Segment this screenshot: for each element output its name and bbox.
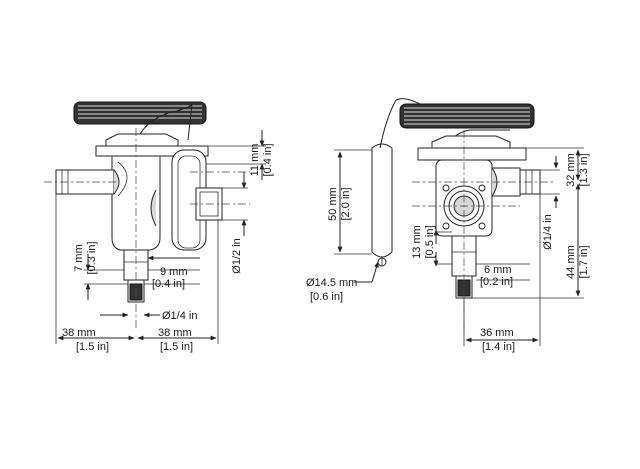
left-outlet-fitting [171,149,223,251]
left-dim-7mm: 7 mm [73,244,85,272]
left-dim-38mm-b: 38 mm [158,327,192,339]
left-dim-38mm-a: 38 mm [62,327,96,339]
right-dim-36mm: 36 mm [480,327,514,339]
right-dim-20in: [2.0 in] [340,187,352,220]
left-dim-04in: [0.4 in] [262,143,274,176]
left-capillary-tube [139,103,193,141]
right-dim-6mm: 6 mm [484,264,512,276]
right-diaphragm-head [399,103,535,129]
left-diaphragm-head [73,101,207,125]
right-sensing-bulb [371,99,397,267]
right-dim-17in: [1.7 in] [578,245,590,278]
right-capillary-tube [379,99,397,149]
right-dim-50mm: 50 mm [327,187,339,221]
left-dim-9mm: 9 mm [160,266,188,278]
right-dim-44mm: 44 mm [565,245,577,279]
right-dim-13mm: 13 mm [411,225,423,259]
right-dim-06in: [0.6 in] [310,291,343,303]
left-bonnet-top [105,133,179,147]
left-dim-03in: [0.3 in] [86,241,98,274]
right-dim-14in: [1.4 in] [482,341,515,353]
left-dim-11mm: 11 mm [249,144,261,177]
left-dim-inlet-dia: Ø1/4 in [162,310,197,322]
right-dim-inlet-dia: Ø1/4 in [542,214,554,249]
right-bonnet-flange [417,147,527,161]
right-valve-view: 50 mm [2.0 in] Ø14.5 mm [0.6 in] 13 mm [… [306,98,590,353]
right-dim-05in: [0.5 in] [424,225,436,258]
right-dim-13in: [1.3 in] [578,153,590,186]
left-dim-15in-b: [1.5 in] [160,341,193,353]
right-dim-02in: [0.2 in] [480,276,513,288]
left-valve-view: 11 mm [0.4 in] Ø1/2 in 7 mm [0.3 in] 9 m… [44,101,274,353]
left-dim-04in-b: [0.4 in] [152,278,185,290]
right-dim-32mm: 32 mm [565,153,577,187]
left-dim-outlet-dia: Ø1/2 in [231,238,243,273]
right-dim-bulb-dia: Ø14.5 mm [306,277,357,289]
left-dim-15in-a: [1.5 in] [76,341,109,353]
